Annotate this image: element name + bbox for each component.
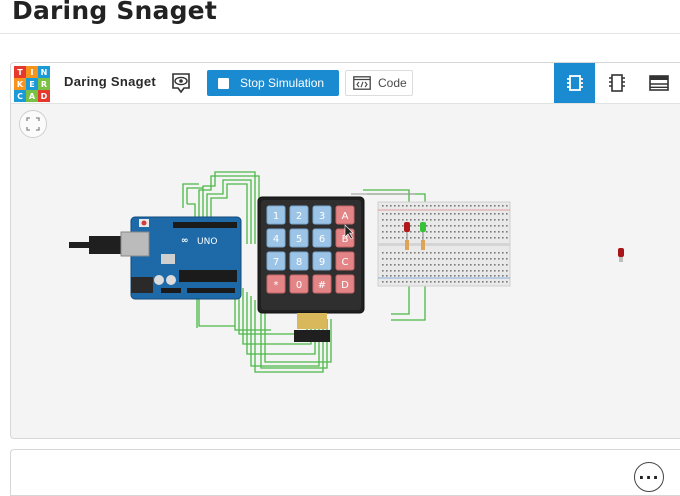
divider	[0, 33, 680, 34]
keypad-key-label: 8	[296, 257, 302, 268]
keypad-key[interactable]: 0	[289, 274, 309, 294]
arduino-model-label: UNO	[197, 237, 217, 247]
breadboard[interactable]	[377, 201, 511, 287]
stop-simulation-button[interactable]: Stop Simulation	[207, 70, 339, 96]
keypad-key-label: 6	[319, 234, 325, 245]
logo-letter: I	[26, 66, 38, 78]
logo-letter: T	[14, 66, 26, 78]
page-title: Daring Snaget	[12, 0, 217, 25]
keypad-key[interactable]: 6	[312, 228, 332, 248]
keypad-key[interactable]: 1	[266, 205, 286, 225]
schematic-icon	[608, 74, 625, 92]
project-name: Daring Snaget	[64, 74, 157, 89]
arduino-uno-board[interactable]: ∞ UNO	[69, 216, 242, 300]
keypad-key[interactable]: 8	[289, 251, 309, 271]
keypad-key-label: D	[341, 280, 349, 291]
logo-letter: D	[38, 90, 50, 102]
keypad-key-label: C	[342, 257, 349, 268]
leds[interactable]	[404, 222, 426, 250]
keypad-key[interactable]: 7	[266, 251, 286, 271]
keypad-key-label: 4	[273, 234, 279, 245]
keypad-key-label: *	[274, 280, 279, 291]
more-options-button[interactable]: ···	[634, 462, 664, 492]
keypad-key[interactable]: 5	[289, 228, 309, 248]
code-icon	[353, 76, 371, 90]
keypad-key[interactable]: A	[335, 205, 355, 225]
keypad-key[interactable]: 3	[312, 205, 332, 225]
keypad-key-label: 2	[296, 211, 302, 222]
keypad-key-label: #	[318, 280, 326, 291]
comments-card: ···	[10, 449, 680, 496]
code-label: Code	[378, 76, 407, 90]
logo-letter: N	[38, 66, 50, 78]
fit-icon	[26, 117, 40, 131]
keypad-key-label: 0	[296, 280, 302, 291]
circuit-canvas[interactable]: ∞ UNO 1 2 3 A 4 5 6 B 7 8 9 C * 0 # D	[11, 104, 680, 438]
keypad-key-label: 9	[319, 257, 325, 268]
view-icon[interactable]	[171, 72, 191, 94]
logo-letter: A	[26, 90, 38, 102]
chip-icon	[566, 75, 583, 91]
keypad-key-label: 3	[319, 211, 325, 222]
keypad-key[interactable]: 2	[289, 205, 309, 225]
stop-icon	[218, 77, 229, 89]
keypad-pins	[294, 313, 330, 342]
zoom-to-fit-button[interactable]	[19, 110, 47, 138]
logo-letter: K	[14, 78, 26, 90]
keypad-key[interactable]: D	[335, 274, 355, 294]
keypad-key[interactable]: C	[335, 251, 355, 271]
arduino-logo: ∞	[181, 236, 189, 246]
keypad-key-label: 5	[296, 234, 302, 245]
keypad-key-label: 1	[273, 211, 279, 222]
keypad-key[interactable]: 9	[312, 251, 332, 271]
component-list-button[interactable]	[638, 63, 679, 103]
schematic-view-button[interactable]	[596, 63, 637, 103]
ellipsis-icon: ···	[638, 467, 660, 487]
keypad-keys: 1 2 3 A 4 5 6 B 7 8 9 C * 0 # D	[266, 205, 355, 294]
keypad-key[interactable]: 4	[266, 228, 286, 248]
keypad-key[interactable]: #	[312, 274, 332, 294]
stop-simulation-label: Stop Simulation	[240, 76, 325, 90]
keypad-key-label: B	[342, 234, 349, 245]
keypad-key-label: A	[342, 211, 349, 222]
keypad-key-label: 7	[273, 257, 279, 268]
loose-led[interactable]	[618, 248, 624, 262]
logo-letter: E	[26, 78, 38, 90]
code-button[interactable]: Code	[345, 70, 413, 96]
circuit-view-button[interactable]	[554, 63, 595, 103]
breadboard-holes	[382, 205, 508, 283]
keypad[interactable]: 1 2 3 A 4 5 6 B 7 8 9 C * 0 # D	[257, 196, 365, 342]
table-icon	[648, 75, 669, 91]
logo-letter: C	[14, 90, 26, 102]
keypad-key[interactable]: *	[266, 274, 286, 294]
logo-letter: R	[38, 78, 50, 90]
mouse-cursor-icon	[344, 224, 354, 240]
